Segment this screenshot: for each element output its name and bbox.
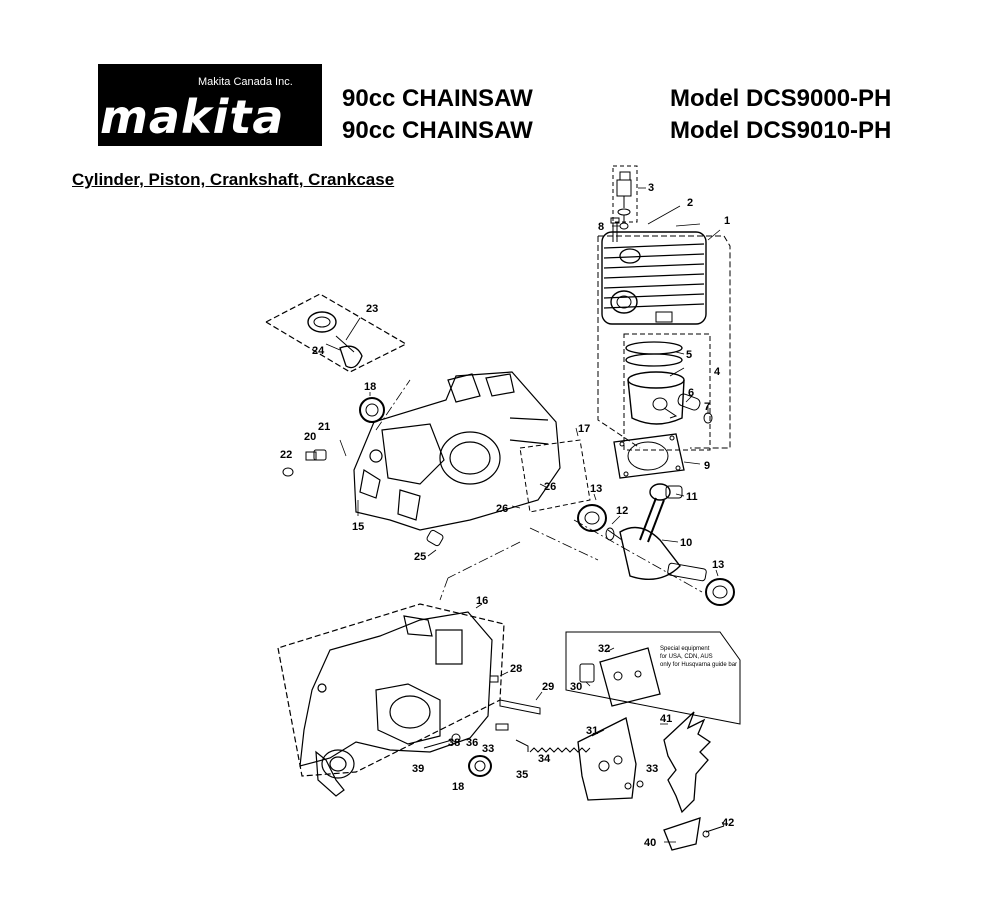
callout-26a: 26 [544,481,556,493]
callout-4: 4 [714,366,721,378]
callout-13b: 13 [712,559,724,571]
note-line-2: for USA, CDN, AUS [660,654,713,660]
callout-6: 6 [688,387,694,399]
bracket-40 [663,817,701,851]
part-20 [305,451,317,461]
note-box [565,631,741,725]
callout-33b: 33 [646,763,658,775]
callout-26b: 26 [496,503,508,515]
callout-40: 40 [644,837,656,849]
callout-17: 17 [578,423,590,435]
callout-8: 8 [598,221,604,233]
callout-24: 24 [312,345,325,357]
seal-18a [359,397,385,423]
part-22 [282,467,294,477]
part-25 [426,529,444,547]
callout-34: 34 [538,753,551,765]
cylinder-drawing [597,231,731,449]
section-title: Cylinder, Piston, Crankshaft, Crankcase [72,170,395,189]
screw-42 [705,825,725,833]
part-21 [313,449,327,461]
seal-18b [468,755,492,777]
plate-31 [577,717,637,801]
spike-41 [663,711,712,814]
product-line-1: 90cc CHAINSAW [342,85,533,112]
screw-36 [495,723,509,731]
callout-38: 38 [448,737,460,749]
gasket-drawing [613,433,685,479]
screw-30 [579,663,595,683]
callout-12: 12 [616,505,628,517]
model-1: Model DCS9000-PH [670,85,892,112]
callout-16: 16 [476,595,488,607]
callout-22: 22 [280,449,292,461]
note-line-3: only for Husqvarna guide bar [660,662,737,668]
callout-39: 39 [412,763,424,775]
screw-28 [489,675,499,683]
bearing-13b [705,578,735,606]
callout-2: 2 [687,197,693,209]
note-line-1: Special equipment [660,646,710,652]
callout-10: 10 [680,537,692,549]
spring-34 [529,747,591,753]
callout-42: 42 [722,817,734,829]
callout-13a: 13 [590,483,602,495]
callout-33a: 33 [482,743,494,755]
callout-32: 32 [598,643,610,655]
makita-logo: Makita Canada Inc. makita [98,64,322,146]
callout-31: 31 [586,725,598,737]
crankshaft-drawing [605,483,707,582]
callout-28: 28 [510,663,522,675]
callout-20: 20 [304,431,316,443]
screw-29 [499,699,541,715]
callout-23: 23 [366,303,378,315]
callout-15: 15 [352,521,364,533]
product-line-2: 90cc CHAINSAW [342,117,533,144]
crankcase-upper-drawing [265,293,561,531]
callout-35: 35 [516,769,528,781]
gasket-17 [519,439,591,513]
callout-29: 29 [542,681,554,693]
filter-23-drawing [307,311,363,369]
callout-11: 11 [686,491,698,503]
callout-5: 5 [686,349,692,361]
callout-36: 36 [466,737,478,749]
plate-32 [599,647,661,707]
bearing-13a [577,504,607,532]
crankcase-lower-drawing [277,603,505,797]
screw-35 [515,739,529,752]
model-2: Model DCS9010-PH [670,117,892,144]
piston-drawing [623,333,713,451]
callout-1: 1 [724,215,730,227]
decompression-valve-drawing [612,165,638,230]
brand-wordmark: makita [100,90,285,144]
callout-3: 3 [648,182,654,194]
callout-7: 7 [704,401,710,413]
callout-41: 41 [660,713,672,725]
callout-18a: 18 [364,381,376,393]
callout-21: 21 [318,421,330,433]
callout-25: 25 [414,551,426,563]
callout-9: 9 [704,460,710,472]
callout-labels: 1 2 3 4 5 6 7 8 9 10 11 12 13 13 15 16 1… [280,182,734,849]
callout-30: 30 [570,681,582,693]
callout-18b: 18 [452,781,464,793]
screw-39 [423,739,453,749]
company-name: Makita Canada Inc. [198,76,293,88]
